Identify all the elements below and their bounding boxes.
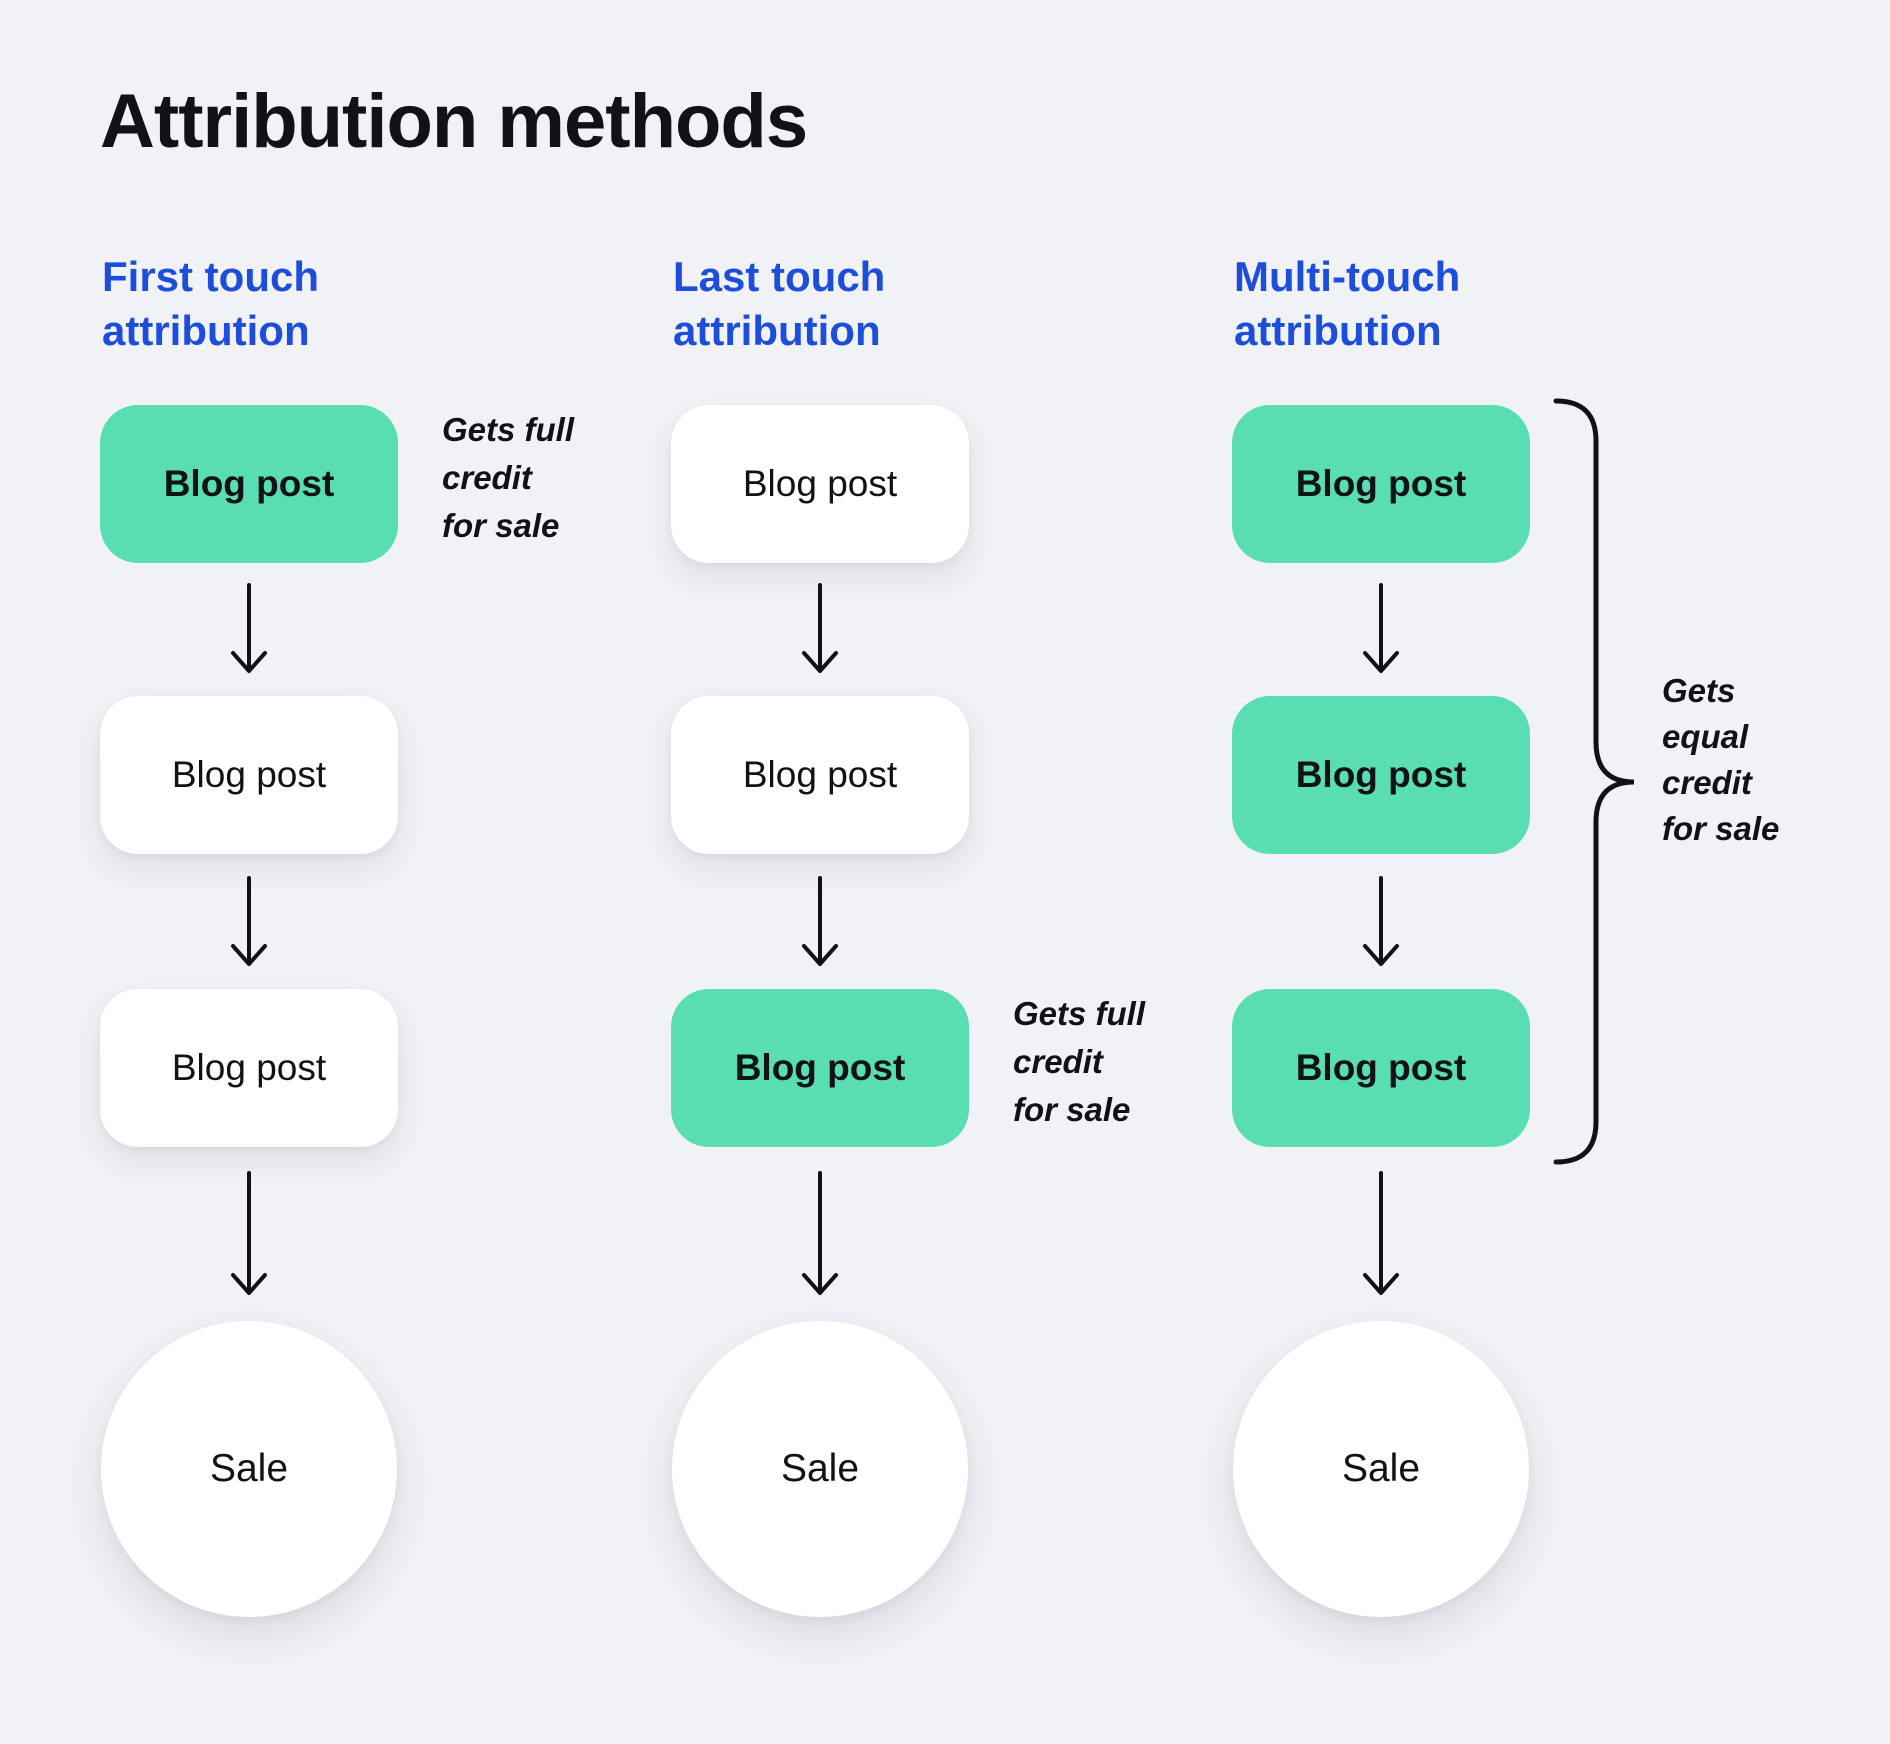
annotation-line: credit	[442, 459, 532, 496]
blog-post-node: Blog post	[671, 405, 969, 563]
arrow-down-icon	[229, 876, 269, 968]
blog-post-node: Blog post	[100, 405, 398, 563]
column-header-multi-touch: Multi-touch attribution	[1234, 250, 1654, 358]
blog-post-node: Blog post	[1232, 405, 1530, 563]
annotation-line: credit	[1662, 764, 1752, 801]
annotation-line: equal	[1662, 718, 1749, 755]
arrow-down-icon	[229, 1171, 269, 1297]
arrow-down-icon	[1361, 583, 1401, 675]
annotation-line: credit	[1013, 1043, 1103, 1080]
column-header-first-touch: First touch attribution	[102, 250, 522, 358]
page-title: Attribution methods	[100, 79, 808, 164]
annotation-line: for sale	[1013, 1091, 1131, 1128]
annotation-line: Gets	[1662, 672, 1736, 709]
header-line: Multi-touch	[1234, 253, 1461, 300]
curly-brace	[1540, 392, 1650, 1172]
sale-node: Sale	[1233, 1321, 1529, 1617]
header-line: attribution	[673, 307, 881, 354]
arrow-down-icon	[1361, 876, 1401, 968]
annotation-line: Gets full	[442, 411, 575, 448]
arrow-down-icon	[1361, 1171, 1401, 1297]
arrow-down-icon	[229, 583, 269, 675]
header-line: Last touch	[673, 253, 886, 300]
blog-post-node: Blog post	[1232, 989, 1530, 1147]
arrow-down-icon	[800, 876, 840, 968]
arrow-down-icon	[800, 583, 840, 675]
header-line: attribution	[102, 307, 310, 354]
blog-post-node: Blog post	[100, 696, 398, 854]
annotation-first-touch: Gets full credit for sale	[442, 406, 574, 550]
header-line: First touch	[102, 253, 319, 300]
blog-post-node: Blog post	[671, 696, 969, 854]
header-line: attribution	[1234, 307, 1442, 354]
blog-post-node: Blog post	[1232, 696, 1530, 854]
annotation-line: Gets full	[1013, 995, 1146, 1032]
annotation-multi-touch: Gets equal credit for sale	[1662, 668, 1779, 852]
annotation-line: for sale	[1662, 810, 1780, 847]
blog-post-node: Blog post	[100, 989, 398, 1147]
annotation-line: for sale	[442, 507, 560, 544]
blog-post-node: Blog post	[671, 989, 969, 1147]
sale-node: Sale	[672, 1321, 968, 1617]
annotation-last-touch: Gets full credit for sale	[1013, 990, 1145, 1134]
sale-node: Sale	[101, 1321, 397, 1617]
arrow-down-icon	[800, 1171, 840, 1297]
column-header-last-touch: Last touch attribution	[673, 250, 1093, 358]
